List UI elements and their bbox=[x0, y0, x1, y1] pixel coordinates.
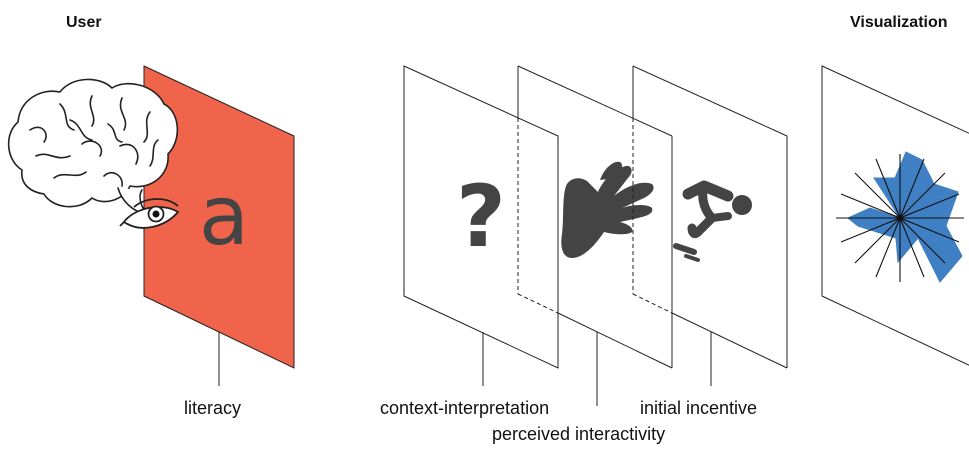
literacy-layer: a bbox=[143, 65, 295, 386]
hand-icon bbox=[561, 161, 654, 258]
incentive-hidden-bottom-edge bbox=[632, 293, 673, 314]
user-heading: User bbox=[66, 14, 102, 31]
diving-figure-icon bbox=[673, 180, 752, 262]
radar-chart-icon bbox=[836, 151, 964, 283]
visualization-heading: Visualization bbox=[850, 14, 948, 31]
question-mark-icon: ? bbox=[456, 167, 506, 267]
context-panel bbox=[403, 65, 559, 369]
eye-icon bbox=[119, 198, 180, 229]
initial-incentive-layer bbox=[632, 65, 788, 386]
perceived-interactivity-label: perceived interactivity bbox=[492, 424, 666, 444]
context-interpretation-label: context-interpretation bbox=[380, 398, 550, 418]
perceived-interactivity-layer bbox=[517, 65, 673, 406]
letter-a-glyph: a bbox=[199, 169, 249, 264]
visualization-layer bbox=[821, 65, 969, 366]
context-interpretation-layer: ? bbox=[403, 65, 559, 386]
brain-icon bbox=[7, 78, 179, 215]
initial-incentive-label: initial incentive bbox=[640, 398, 758, 418]
literacy-label: literacy bbox=[184, 398, 242, 418]
interactivity-hidden-bottom-edge bbox=[517, 293, 559, 314]
